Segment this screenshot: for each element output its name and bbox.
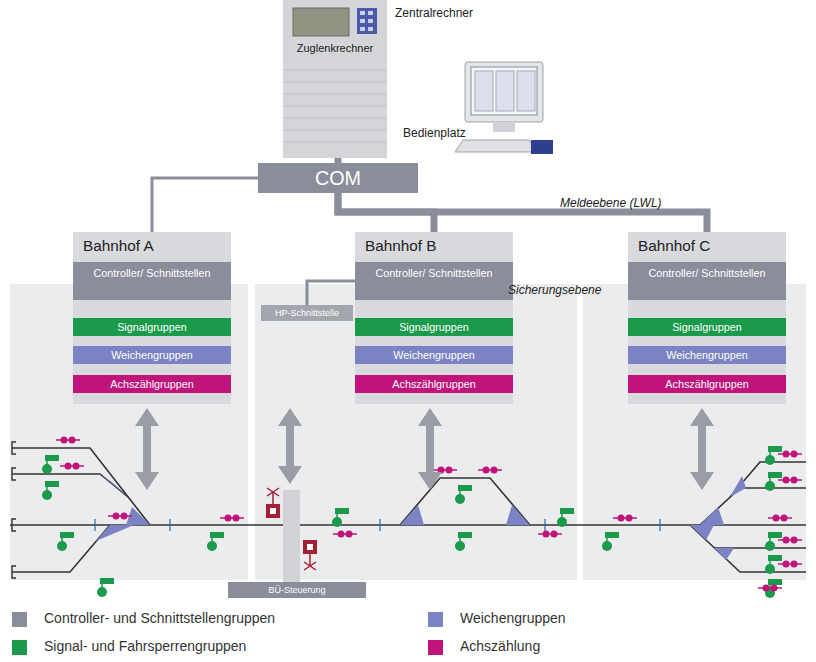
node-text: Bahnhof B <box>355 232 513 255</box>
node-text: Signalgruppen <box>73 318 231 336</box>
double-arrows <box>135 408 714 490</box>
signal-symbol <box>42 455 59 474</box>
legend-entry: Weichengruppen <box>428 610 808 630</box>
axle-counter-group-box: Achszählgruppen <box>73 375 231 393</box>
station-panel: Controller/ SchnittstellenSignalgruppenW… <box>628 232 786 404</box>
node-text: Signalgruppen <box>355 318 513 336</box>
signal-symbol <box>332 508 349 527</box>
node-text: Bahnhof A <box>73 232 231 255</box>
legend-text: Achszählung <box>460 638 540 654</box>
axle-counter-group-box: Achszählgruppen <box>355 375 513 393</box>
axle-counter <box>778 451 802 458</box>
axle-counter <box>758 585 782 592</box>
region-bands <box>10 284 806 580</box>
axle-counter <box>60 463 84 470</box>
level-label: Sicherungsebene <box>508 283 601 297</box>
legend-text: Controller- und Schnittstellengruppen <box>44 610 275 626</box>
axle-counter-group-box: Achszählgruppen <box>628 375 786 393</box>
interface-box: HP-Schnittstelle <box>261 305 353 321</box>
signal-symbol <box>557 508 574 527</box>
legend-swatch <box>428 640 443 655</box>
legend-text: Weichengruppen <box>460 610 566 626</box>
node-text: Bedienplatz <box>403 126 466 140</box>
node-text: BÜ-Steuerung <box>228 582 366 598</box>
node-text: Weichengruppen <box>73 346 231 364</box>
com-box: COM <box>258 163 418 193</box>
operator-workstation: Bedienplatz <box>403 60 553 156</box>
signal-symbol <box>57 532 74 551</box>
node-text: Signalgruppen <box>628 318 786 336</box>
axle-counter <box>613 515 637 522</box>
node-text: Achszählgruppen <box>355 375 513 393</box>
double-arrow <box>135 408 159 490</box>
signal-symbol <box>455 532 472 551</box>
node-text: Controller/ Schnittstellen <box>628 262 786 281</box>
axle-counter <box>768 515 792 522</box>
signal-symbol <box>207 532 224 551</box>
node-text: Weichengruppen <box>628 346 786 364</box>
axle-counter <box>778 477 802 484</box>
axle-counter <box>478 467 502 474</box>
switch-triangles <box>96 474 746 560</box>
axle-counter <box>333 531 357 538</box>
level-label: Meldeebene (LWL) <box>560 196 662 210</box>
node-text: Bahnhof C <box>628 232 786 255</box>
node-text: Controller/ Schnittstellen <box>355 262 513 281</box>
station-panel: Controller/ SchnittstellenSignalgruppenW… <box>73 232 231 404</box>
workstation-illustration <box>403 60 553 156</box>
controller-box: Controller/ Schnittstellen <box>628 262 786 300</box>
axle-counter <box>56 437 80 444</box>
signal-symbol <box>42 481 59 500</box>
node-text: HP-Schnittstelle <box>261 305 353 321</box>
bus-line <box>338 193 707 232</box>
level-crossing-control: BÜ-Steuerung <box>228 582 366 598</box>
signal-symbol <box>97 578 114 597</box>
bus-line <box>307 281 355 305</box>
node-text: Controller/ Schnittstellen <box>73 262 231 281</box>
axle-counter <box>778 537 802 544</box>
signal-symbol <box>602 532 619 551</box>
legend-entry: Signal- und Fahrsperrengruppen <box>12 638 392 658</box>
controller-box: Controller/ Schnittstellen <box>73 262 231 300</box>
central-computer: ZentralrechnerZuglenkrechner <box>283 0 387 158</box>
legend-entry: Achszählung <box>428 638 808 658</box>
station-panel: Controller/ SchnittstellenSignalgruppenW… <box>355 232 513 404</box>
legend-swatch <box>428 612 443 627</box>
level-crossing <box>266 488 317 582</box>
node-text: Zuglenkrechner <box>283 42 387 54</box>
switch-group-box: Weichengruppen <box>73 346 231 364</box>
signal-group-box: Signalgruppen <box>73 318 231 336</box>
double-arrow <box>418 408 442 490</box>
bus-line <box>152 178 258 232</box>
node-text: Zentralrechner <box>395 6 473 20</box>
legend-swatch <box>12 640 27 655</box>
double-arrow <box>278 408 302 484</box>
axle-counter <box>108 513 132 520</box>
signal-symbol <box>765 446 782 465</box>
server-illustration <box>283 0 387 158</box>
signal-symbol <box>765 532 782 551</box>
node-text: Achszählgruppen <box>73 375 231 393</box>
legend-text: Signal- und Fahrsperrengruppen <box>44 638 246 654</box>
controller-box: Controller/ Schnittstellen <box>355 262 513 300</box>
double-arrow <box>690 408 714 490</box>
legend-swatch <box>12 612 27 627</box>
legend-entry: Controller- und Schnittstellengruppen <box>12 610 392 630</box>
switch-group-box: Weichengruppen <box>628 346 786 364</box>
tracks <box>10 442 806 578</box>
node-text: Achszählgruppen <box>628 375 786 393</box>
switch-group-box: Weichengruppen <box>355 346 513 364</box>
axle-counter <box>778 561 802 568</box>
node-text: COM <box>258 163 418 193</box>
node-text: Weichengruppen <box>355 346 513 364</box>
signal-group-box: Signalgruppen <box>355 318 513 336</box>
signals-and-axle-counters <box>42 437 802 599</box>
signal-group-box: Signalgruppen <box>628 318 786 336</box>
signal-symbol <box>765 472 782 491</box>
axle-counter <box>220 515 244 522</box>
axle-counter <box>538 531 562 538</box>
signal-symbol <box>455 485 472 504</box>
